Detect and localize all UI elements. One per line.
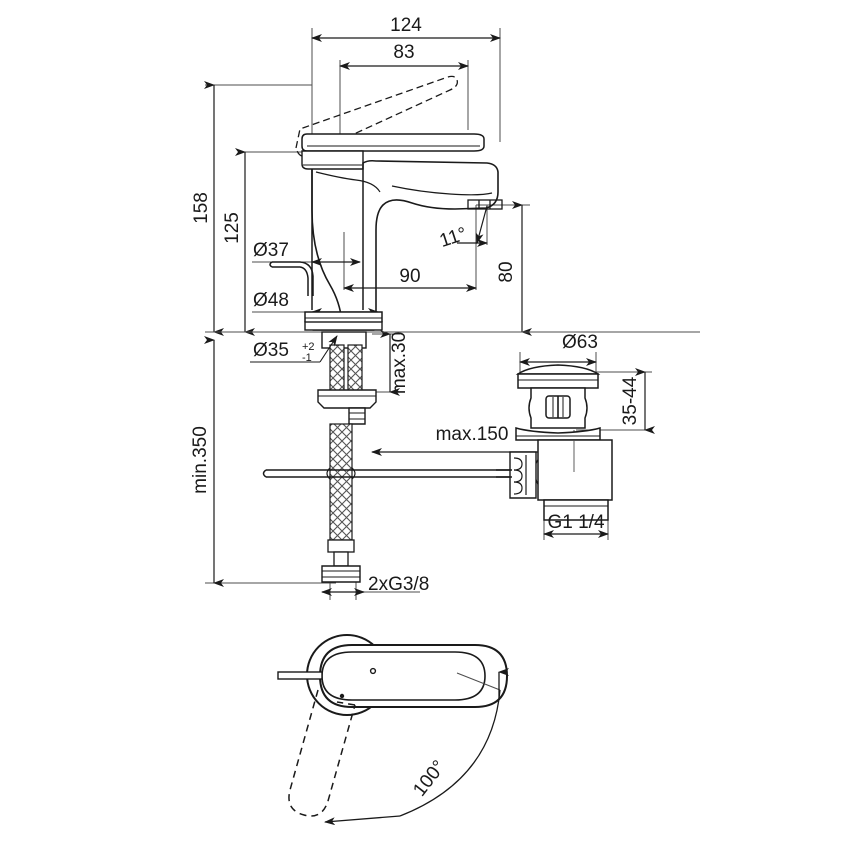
plan-pivot-dot-a (369, 667, 377, 675)
waste-flange (517, 373, 599, 389)
front-elevation-view (205, 75, 700, 583)
spout-underside-line (391, 185, 493, 196)
label-spout-height-body: 125 (222, 212, 243, 244)
fixing-plate (317, 389, 377, 409)
handle-neck (301, 150, 364, 170)
handle-solid-outline (301, 133, 485, 152)
waste-thread-tail (543, 499, 609, 521)
fixing-nut (348, 407, 366, 425)
pop-up-control-lever (272, 261, 314, 296)
label-waste-thread: G1 1/4 (547, 512, 604, 533)
dim-11deg-arrow-b (475, 205, 488, 244)
label-handle-width: 83 (393, 42, 414, 63)
label-supply-thread: 2xG3/8 (368, 574, 429, 595)
label-hole-tol-minus: -1 (302, 352, 312, 364)
label-spout-reach: 90 (399, 266, 420, 287)
plan-arc-ref-line (456, 672, 501, 691)
leader-lines (250, 335, 338, 363)
spout-right-profile (362, 159, 499, 330)
label-spout-outlet-height: 80 (496, 261, 517, 282)
label-overall-width: 124 (390, 15, 422, 36)
pop-up-waste-detail-view (496, 364, 613, 521)
plan-handle-inner (321, 651, 486, 701)
plan-arc-arrow-low (324, 815, 401, 826)
label-counter-thickness: max.30 (389, 332, 410, 394)
hose-braid-upper-right (347, 344, 363, 394)
label-body-diameter-base: Ø48 (253, 290, 289, 311)
hose-stem (333, 551, 349, 567)
waste-cap (515, 364, 601, 375)
label-hole-diameter: Ø35 (253, 340, 289, 361)
hose-braid-upper-left (329, 344, 345, 394)
label-hole-tol-plus: +2 (302, 341, 315, 353)
waste-lower-flange (515, 427, 601, 441)
label-waste-rod-reach: max.150 (436, 424, 509, 445)
hose-braid-lower (329, 423, 353, 541)
supply-nut (321, 565, 361, 583)
label-total-height: 158 (191, 192, 212, 224)
plan-handle-swung-outline (288, 689, 356, 817)
waste-knurled-nut (509, 451, 537, 499)
label-hose-min-length: min.350 (190, 426, 211, 494)
hose-ferrule (327, 539, 355, 553)
plan-handle-capsule (318, 644, 509, 708)
spout-shoulder-line (315, 171, 381, 193)
d35-leader (319, 335, 338, 363)
plan-pivot-dot-b (339, 693, 345, 699)
plan-swivel-arc (399, 689, 501, 817)
handle-raised-outline (295, 75, 458, 157)
handle-swivel-plan-view (277, 634, 509, 826)
waste-barrel (537, 439, 613, 501)
plan-lift-rod (277, 671, 323, 680)
label-waste-flange-diameter: Ø63 (562, 332, 598, 353)
lift-rod-end (262, 469, 267, 478)
label-waste-adjust-range: 35-44 (620, 376, 641, 425)
label-body-diameter-upper: Ø37 (253, 240, 289, 261)
